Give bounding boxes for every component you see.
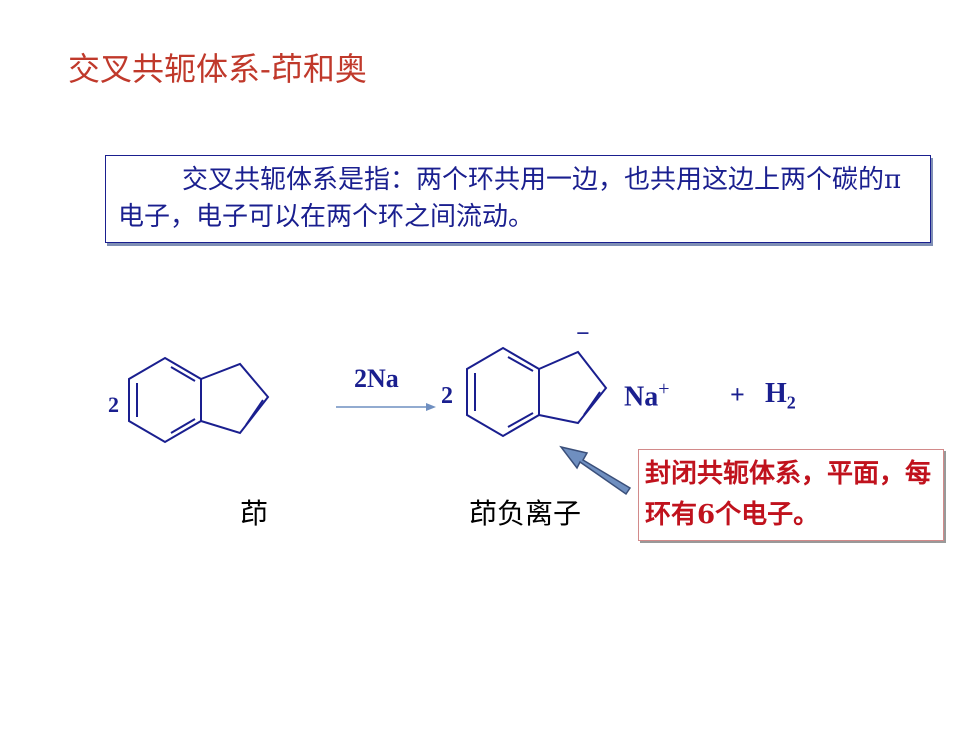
- h2-label: H2: [765, 378, 796, 414]
- note-text: 封闭共轭体系，平面，每环有6个电子。: [645, 459, 932, 530]
- definition-box: 交叉共轭体系是指：两个环共用一边，也共用这边上两个碳的π电子，电子可以在两个环之…: [105, 155, 931, 243]
- note-box: 封闭共轭体系，平面，每环有6个电子。: [638, 449, 944, 541]
- indene-label: 茚: [240, 497, 269, 530]
- indenyl-anion-label: 茚负离子: [469, 497, 582, 530]
- reaction-arrow: [336, 403, 436, 411]
- indenyl-anion-structure: [466, 346, 608, 438]
- reagent-label: 2Na: [354, 364, 399, 393]
- indene-structure: [128, 356, 270, 444]
- definition-text: 交叉共轭体系是指：两个环共用一边，也共用这边上两个碳的π电子，电子可以在两个环之…: [118, 165, 902, 232]
- h2-subscript: 2: [786, 392, 796, 413]
- cation-label: Na+: [624, 378, 670, 413]
- page-title: 交叉共轭体系-茚和奥: [68, 50, 367, 88]
- callout-arrow: [559, 445, 632, 496]
- plus-sign: +: [730, 380, 745, 409]
- anion-charge: −: [576, 321, 590, 347]
- cation-symbol: Na: [624, 381, 659, 413]
- coef-left: 2: [108, 392, 119, 417]
- coef-right: 2: [441, 383, 453, 409]
- h2-symbol: H: [765, 378, 787, 409]
- cation-charge: +: [658, 378, 670, 400]
